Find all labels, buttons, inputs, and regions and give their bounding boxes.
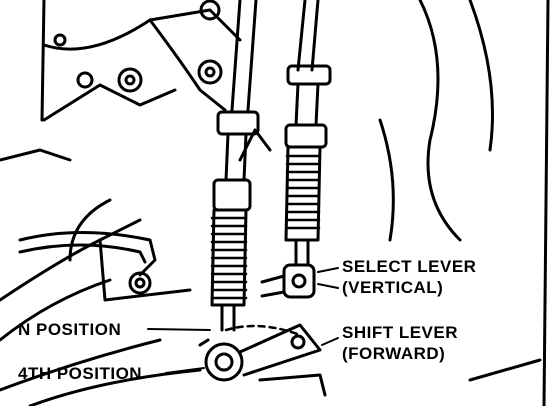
- frame-lines: [40, 0, 550, 406]
- shift-lever: [198, 323, 322, 382]
- leader-lines: [147, 267, 339, 374]
- shift-lever-label: SHIFT LEVER: [342, 323, 458, 342]
- transmission-case: [0, 0, 542, 406]
- shift-lever-direction-label: (FORWARD): [342, 344, 445, 363]
- fourth-position-label: 4TH POSITION: [18, 364, 142, 383]
- select-lever-label: SELECT LEVER: [342, 257, 476, 276]
- select-lever-direction-label: (VERTICAL): [342, 278, 443, 297]
- select-lever: [260, 263, 316, 299]
- shift-cable-bellows: [210, 216, 248, 300]
- case-bolts: [53, 0, 223, 295]
- n-position-label: N POSITION: [18, 320, 121, 339]
- bent-rod: [18, 231, 157, 277]
- select-cable-bellows: [285, 154, 321, 230]
- n-position-arc: [224, 324, 302, 337]
- shift-cable: [210, 0, 260, 332]
- select-cable: [284, 0, 332, 267]
